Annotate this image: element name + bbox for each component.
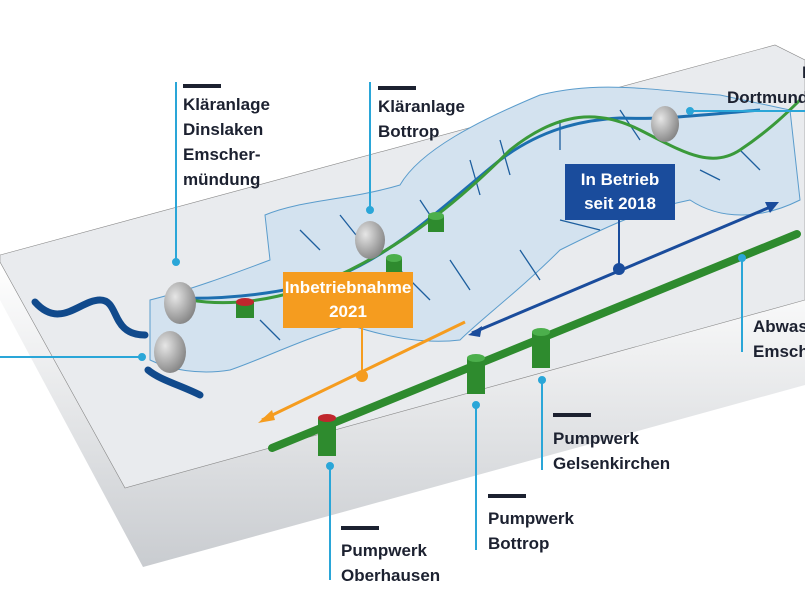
label-bar — [378, 86, 416, 90]
label-bar — [183, 84, 221, 88]
treatment-plants — [154, 106, 679, 373]
label-bar — [553, 413, 591, 417]
slab-side — [0, 262, 805, 567]
label-kläranlage-dortmund: KläranlageDortmund — [727, 63, 805, 107]
rhine-river — [31, 296, 204, 399]
label-bar — [341, 526, 379, 530]
label-bar — [488, 494, 526, 498]
leader-lines — [0, 82, 805, 580]
pumping-stations — [236, 212, 550, 456]
label-abwasserkanal-emscher: AbwasserkanalEmscher — [753, 317, 805, 361]
